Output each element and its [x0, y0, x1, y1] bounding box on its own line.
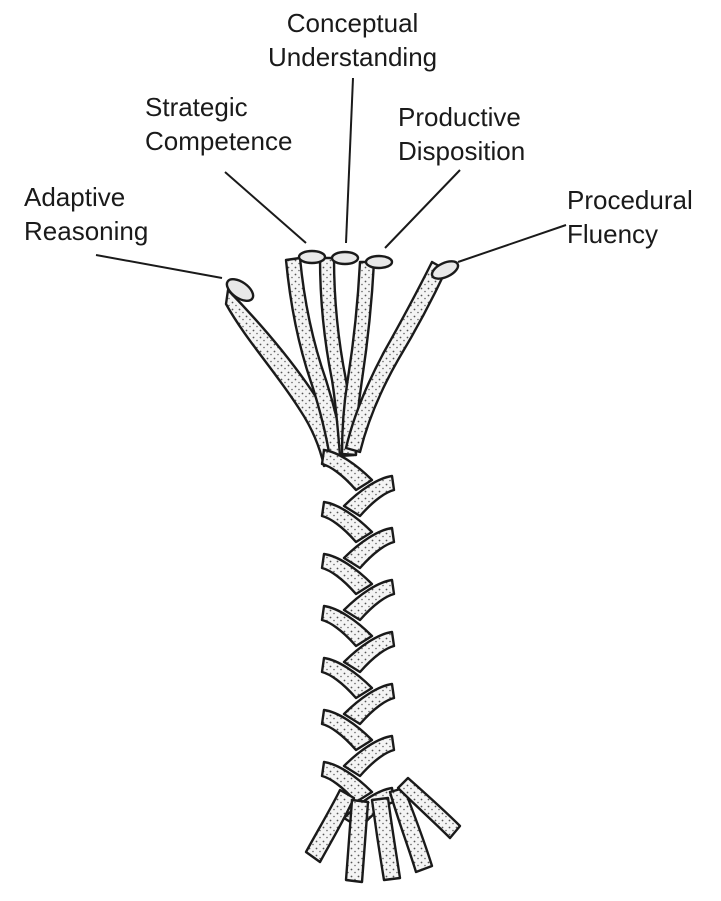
strand-end-conceptual-understanding: [332, 252, 358, 264]
label-strategic-competence: Strategic Competence: [145, 90, 292, 158]
label-productive-disposition-line-2: Disposition: [398, 134, 525, 168]
lower-strand-1: [306, 790, 354, 862]
strand-end-strategic-competence: [299, 251, 325, 263]
braid-body: [322, 450, 394, 828]
label-conceptual-understanding-line-2: Understanding: [268, 40, 437, 74]
label-procedural-fluency-line-1: Procedural: [567, 183, 693, 217]
leader-line-adaptive-reasoning: [96, 255, 222, 278]
leader-line-strategic-competence: [225, 172, 306, 243]
leader-line-procedural-fluency: [458, 225, 566, 262]
label-strategic-competence-line-2: Competence: [145, 124, 292, 158]
label-adaptive-reasoning: Adaptive Reasoning: [24, 180, 148, 248]
label-adaptive-reasoning-line-1: Adaptive: [24, 180, 148, 214]
label-conceptual-understanding: Conceptual Understanding: [268, 6, 437, 74]
label-productive-disposition: Productive Disposition: [398, 100, 525, 168]
strand-end-procedural-fluency: [429, 258, 460, 283]
strand-end-productive-disposition: [366, 256, 392, 268]
label-adaptive-reasoning-line-2: Reasoning: [24, 214, 148, 248]
label-conceptual-understanding-line-1: Conceptual: [268, 6, 437, 40]
label-productive-disposition-line-1: Productive: [398, 100, 525, 134]
label-procedural-fluency: Procedural Fluency: [567, 183, 693, 251]
label-strategic-competence-line-1: Strategic: [145, 90, 292, 124]
leader-line-conceptual-understanding: [346, 78, 353, 243]
label-procedural-fluency-line-2: Fluency: [567, 217, 693, 251]
leader-line-productive-disposition: [385, 170, 460, 248]
